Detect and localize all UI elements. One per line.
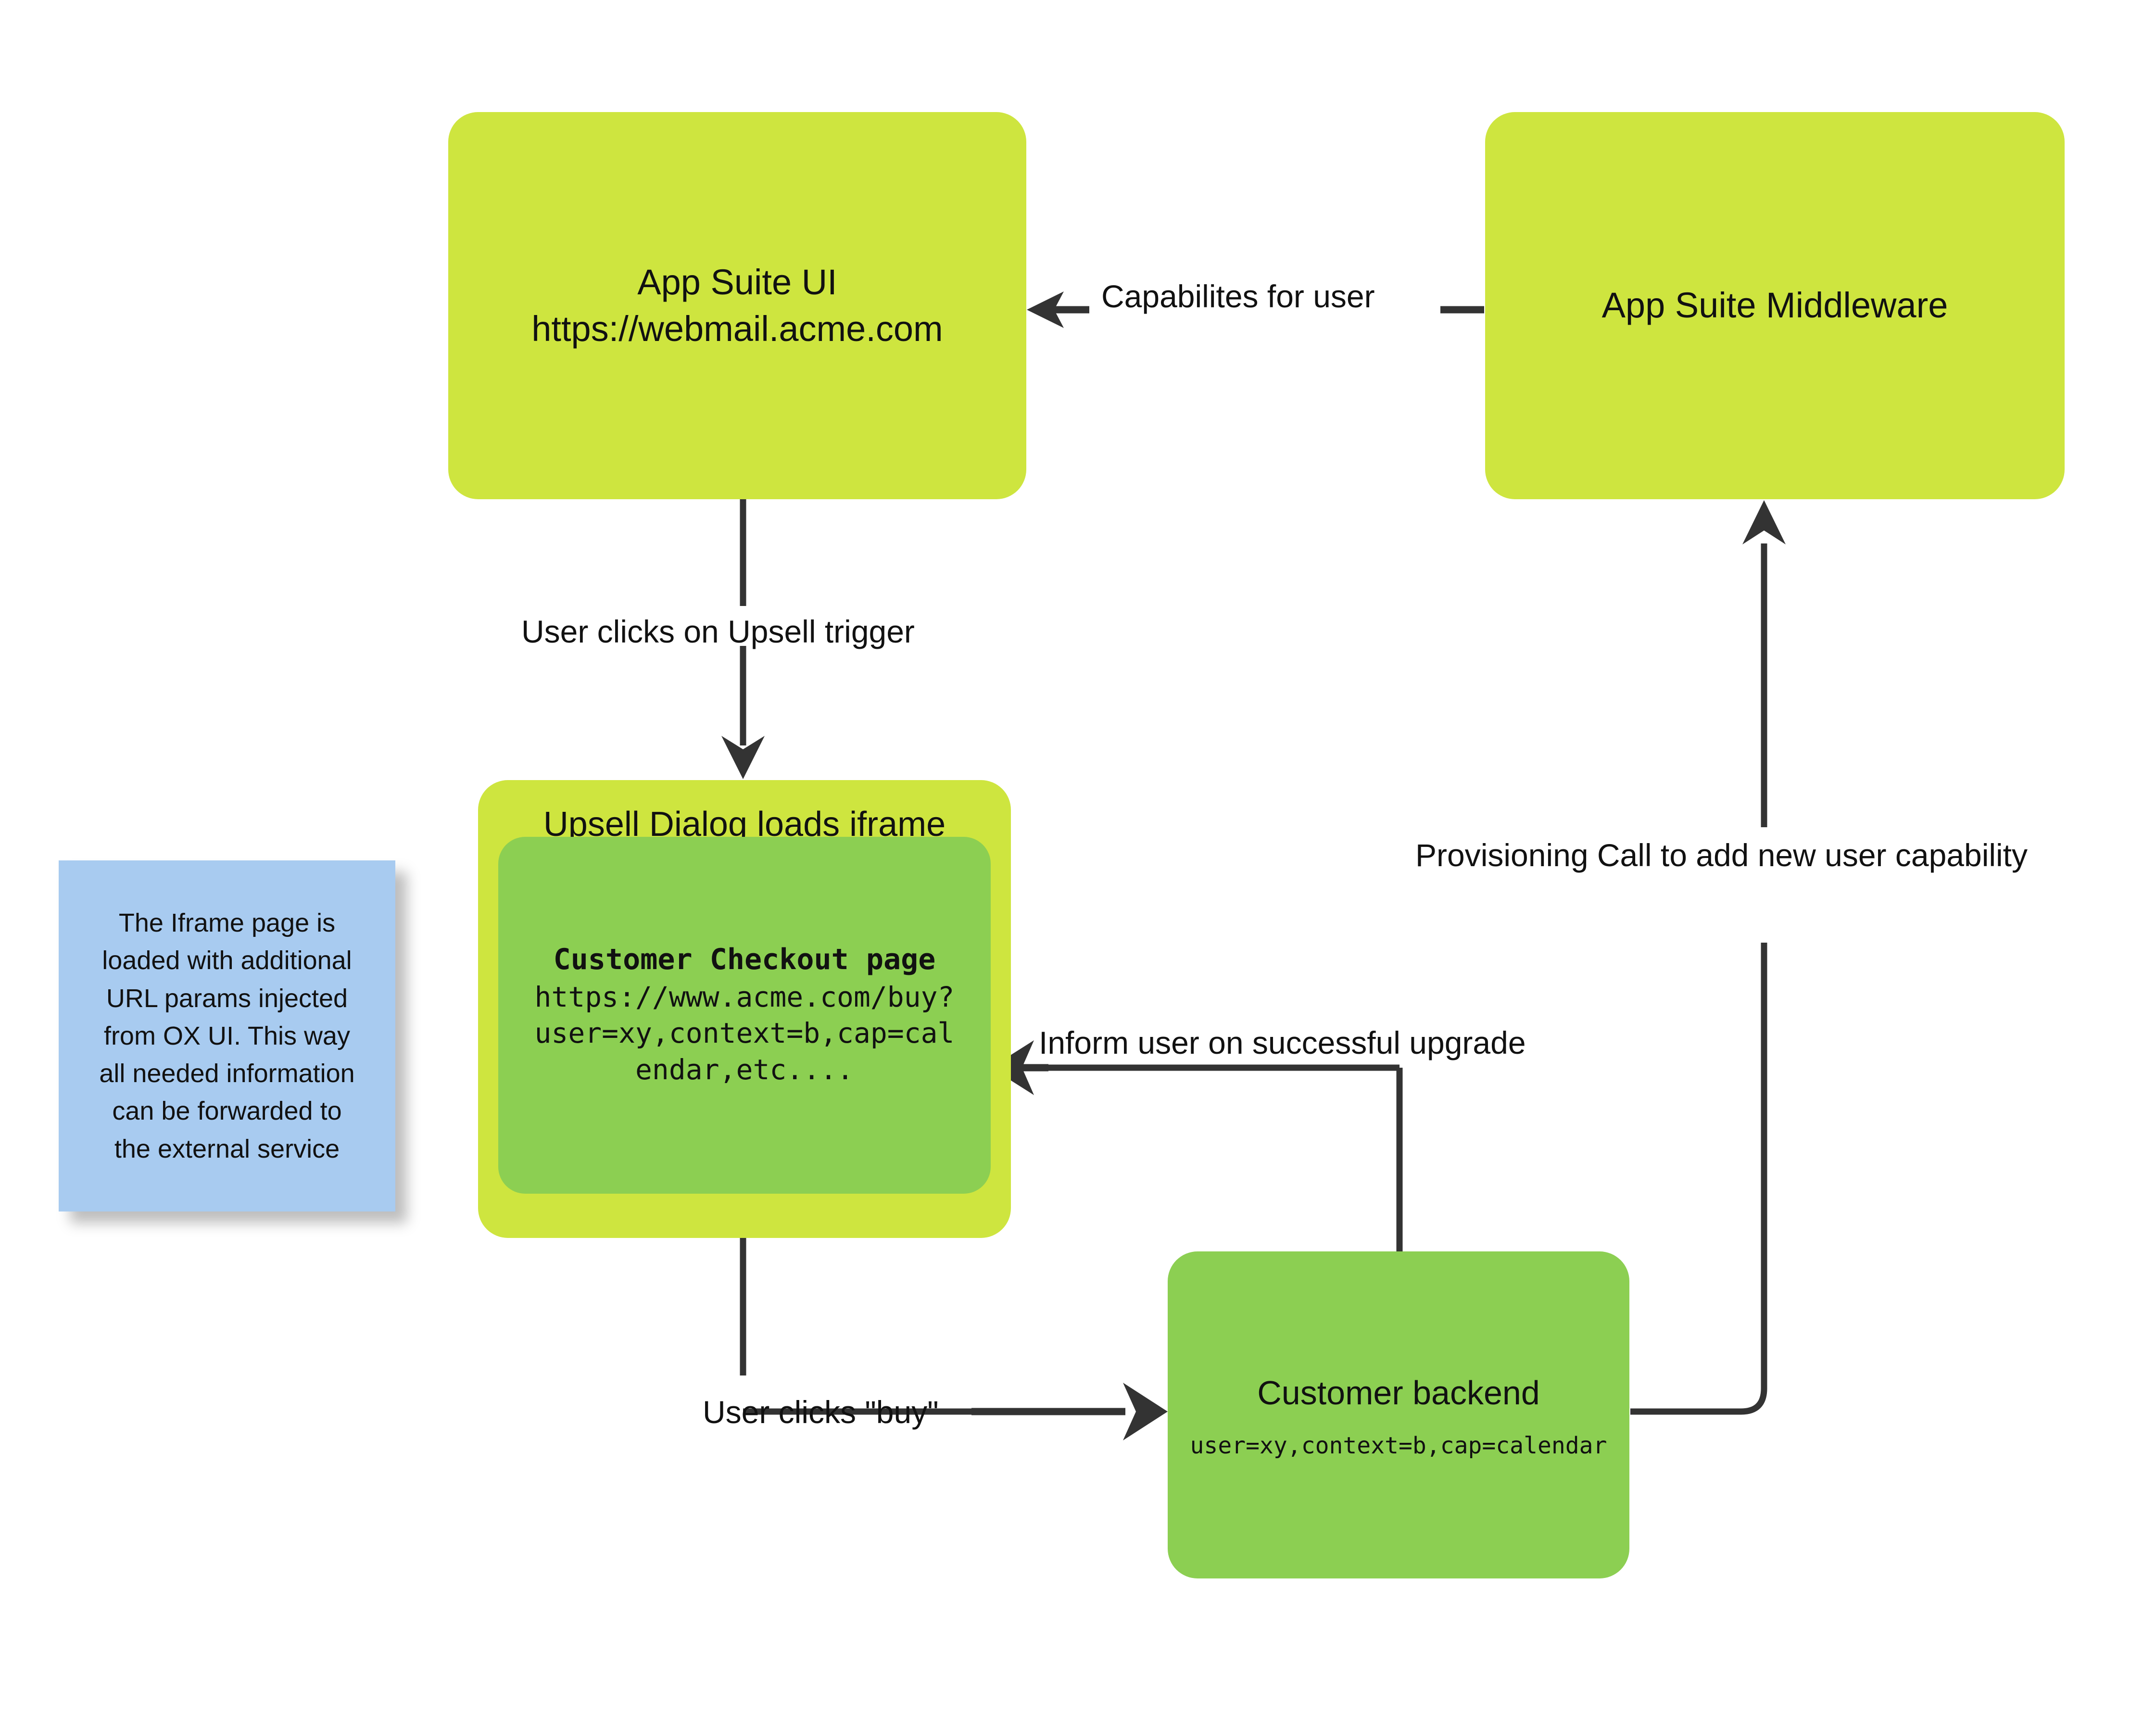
node-customer-backend-label: Customer backend: [1257, 1374, 1540, 1412]
checkout-iframe-url: https://www.acme.com/buy? user=xy,contex…: [534, 980, 955, 1086]
edge-label-inform-user-upgrade: Inform user on successful upgrade: [1039, 1025, 1526, 1060]
customer-backend-params: user=xy,context=b,cap=calendar: [1190, 1432, 1607, 1459]
edge-label-user-clicks-buy: User clicks "buy": [703, 1394, 939, 1430]
node-app-suite-ui-label: App Suite UI https://webmail.acme.com: [531, 262, 943, 349]
node-app-suite-middleware-label: App Suite Middleware: [1601, 285, 1948, 326]
sticky-note-iframe-params: The Iframe page is loaded with additiona…: [59, 860, 395, 1211]
edge-label-capabilities-for-user: Capabilites for user: [1101, 278, 1375, 314]
node-customer-backend[interactable]: Customer backend user=xy,context=b,cap=c…: [1168, 1251, 1629, 1578]
edge-provisioning-call: [1630, 500, 1786, 1415]
edge-label-provisioning-call: Provisioning Call to add new user capabi…: [1415, 837, 2028, 873]
node-app-suite-middleware[interactable]: App Suite Middleware: [1485, 112, 2065, 499]
edge-label-user-clicks-upsell: User clicks on Upsell trigger: [521, 614, 915, 649]
edge-inform-user-upgrade: [991, 1040, 1403, 1251]
sticky-note-text: The Iframe page is loaded with additiona…: [99, 908, 355, 1163]
checkout-iframe-heading: Customer Checkout page: [553, 942, 936, 976]
node-app-suite-ui[interactable]: App Suite UI https://webmail.acme.com: [448, 112, 1026, 499]
node-checkout-iframe[interactable]: Customer Checkout page https://www.acme.…: [498, 837, 991, 1194]
